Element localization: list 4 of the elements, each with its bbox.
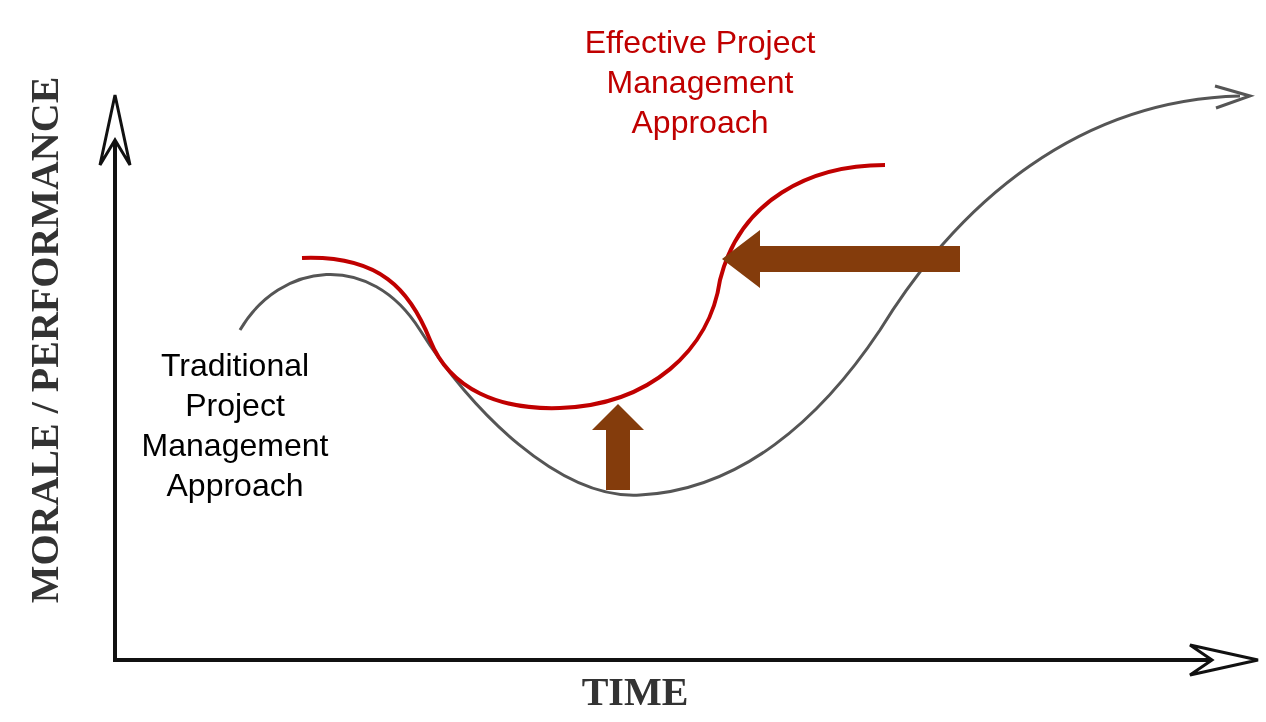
curve-label: Effective Project Management Approach [583, 23, 817, 142]
axis-title: TIME [580, 672, 690, 712]
curve-label: Traditional Project Management Approach [140, 346, 330, 505]
axis-title: MORALE / PERFORMANCE [25, 75, 65, 606]
